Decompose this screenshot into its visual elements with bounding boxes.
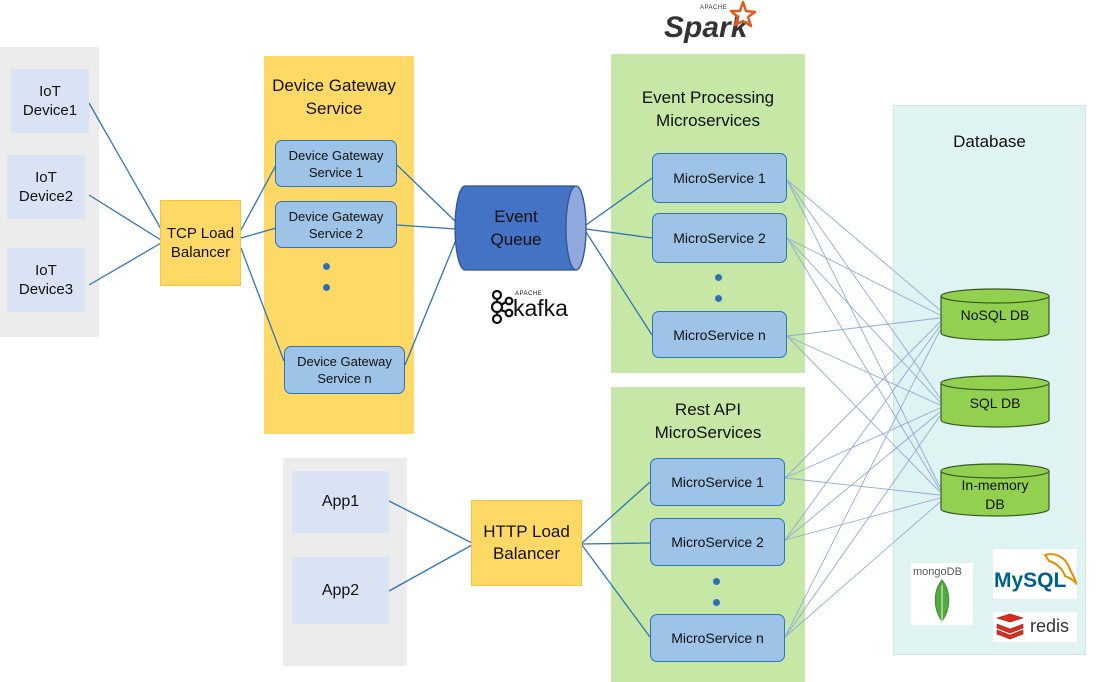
edge-queue-ms2 xyxy=(585,228,653,239)
mysql-logo-text: MySQL xyxy=(994,569,1067,592)
app-1[interactable]: App1 xyxy=(292,471,389,533)
app-2[interactable]: App2 xyxy=(292,557,389,624)
rest-ellipsis-dot-2 xyxy=(713,599,720,606)
rest-microservice-n[interactable]: MicroService n xyxy=(650,614,785,662)
edge-http-lb-ms2 xyxy=(581,542,651,545)
redis-cube-icon xyxy=(995,613,1025,640)
database-title: Database xyxy=(953,132,1026,151)
edge-device1-tcp-lb xyxy=(88,102,162,230)
nosql-db-cylinder xyxy=(940,296,1050,341)
rest-microservice-1[interactable]: MicroService 1 xyxy=(650,458,785,506)
gateway-ellipsis-dot-2 xyxy=(323,284,330,291)
spark-logo-small: APACHE xyxy=(700,5,728,11)
edge-device2-tcp-lb xyxy=(88,194,162,241)
edge-app2-http-lb xyxy=(388,544,473,592)
inmemory-db-cylinder xyxy=(940,471,1050,517)
event-ellipsis-dot-1 xyxy=(715,274,722,281)
sql-db-cylinder xyxy=(940,383,1050,428)
mongodb-logo: mongoDB xyxy=(911,563,973,625)
redis-logo-text: redis xyxy=(1030,616,1070,636)
event-microservice-n[interactable]: MicroService n xyxy=(652,311,787,358)
db-edges xyxy=(784,179,941,638)
edge-gw2-queue xyxy=(396,224,457,230)
redis-logo: redis xyxy=(993,612,1077,642)
mysql-dolphin-icon xyxy=(1043,553,1077,586)
edge-http-lb-ms1 xyxy=(581,481,651,544)
rest-ellipsis-dot-1 xyxy=(713,578,720,585)
edge-tcp-lb-gw2 xyxy=(240,227,277,239)
edge-tcp-lb-gwn xyxy=(240,247,285,362)
spark-star-icon xyxy=(729,0,757,28)
mongodb-logo-text: mongoDB xyxy=(913,566,962,578)
edge-queue-ms1 xyxy=(585,177,653,226)
spark-logo-name: Spark xyxy=(664,11,748,44)
kafka-icon xyxy=(490,289,514,325)
sql-db-label[interactable]: SQL DB xyxy=(969,395,1021,411)
edge-http-lb-msn xyxy=(581,544,651,638)
kafka-logo-name: kafka xyxy=(513,295,568,321)
event-microservice-1[interactable]: MicroService 1 xyxy=(652,153,787,203)
edge-gwn-queue xyxy=(404,239,457,366)
mysql-logo: MySQL xyxy=(993,549,1077,599)
event-ellipsis-dot-2 xyxy=(715,295,722,302)
mongodb-leaf-icon xyxy=(934,579,950,623)
kafka-logo: APACHE kafka xyxy=(485,288,575,326)
gateway-ellipsis-dot-1 xyxy=(323,263,330,270)
nosql-db-label[interactable]: NoSQL DB xyxy=(960,307,1030,323)
edge-app1-http-lb xyxy=(388,500,473,544)
event-microservice-2[interactable]: MicroService 2 xyxy=(652,213,787,263)
edge-gw1-queue xyxy=(396,164,457,223)
edge-tcp-lb-gw1 xyxy=(240,164,277,231)
edge-queue-msn xyxy=(585,231,653,336)
kafka-logo-small: APACHE xyxy=(515,291,543,297)
edge-device3-tcp-lb xyxy=(88,242,162,286)
spark-logo: APACHE Spark xyxy=(660,0,760,48)
rest-microservice-2[interactable]: MicroService 2 xyxy=(650,518,785,566)
